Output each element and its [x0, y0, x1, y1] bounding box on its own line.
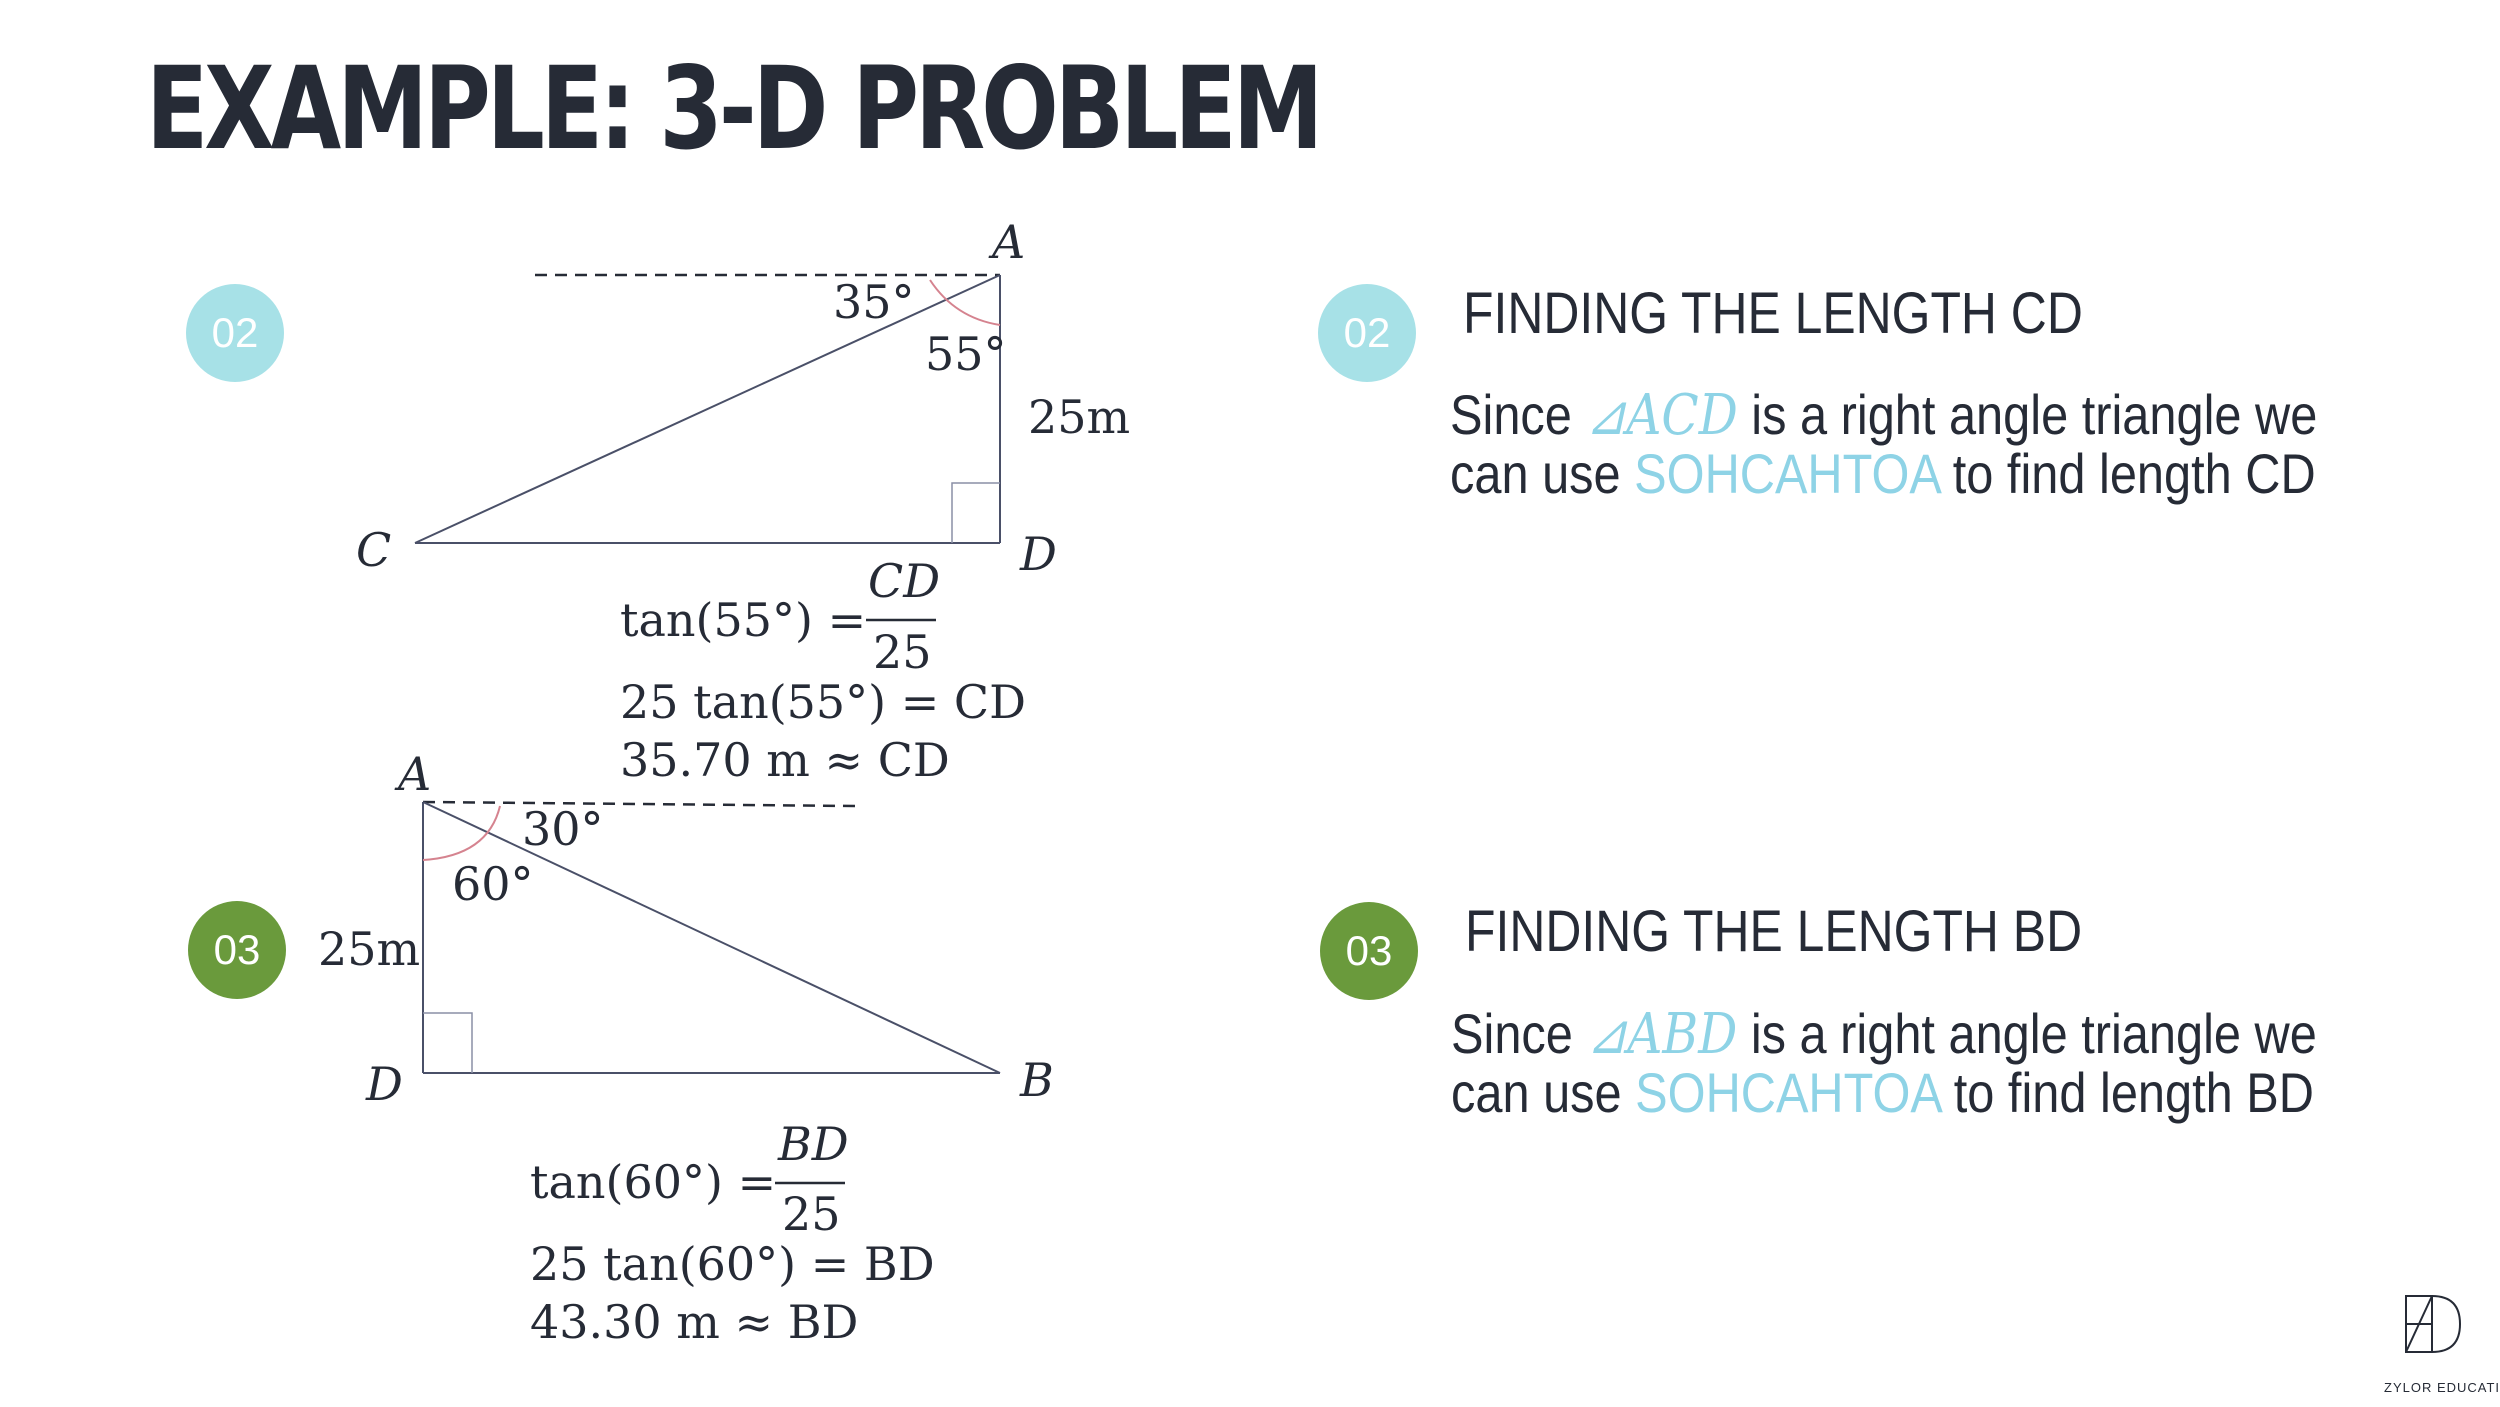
- paragraph-cd-line1: Since ⊿ACD is a right angle triangle we: [1450, 386, 2317, 445]
- horizontal-dashed-line-bottom: [422, 800, 856, 808]
- vertex-a-label: A: [988, 215, 1025, 269]
- paragraph-bd-line2: can use SOHCAHTOA to find length BD: [1451, 1064, 2317, 1122]
- badge-02-left: 02: [186, 284, 284, 382]
- side-25m-label-bottom: 25m: [318, 922, 420, 976]
- paragraph-bd: Since ⊿ABD is a right angle triangle we …: [1451, 1005, 2317, 1122]
- keyword-sohcahtoa: SOHCAHTOA: [1634, 442, 1940, 505]
- text-find-bd: to find length BD: [1940, 1061, 2314, 1124]
- eq-tan55: tan(55°) =: [620, 593, 866, 647]
- vertex-b-label: B: [1019, 1053, 1054, 1107]
- vertex-d-label: D: [1019, 527, 1057, 581]
- equations-bottom: tan(60°) = BD 25 25 tan(60°) = BD 43.30 …: [530, 1117, 935, 1349]
- text-since-2: Since: [1451, 1002, 1587, 1065]
- eq-tan55-denominator: 25: [873, 625, 932, 679]
- badge-03-right: 03: [1320, 902, 1418, 1000]
- equations-top: tan(55°) = CD 25 25 tan(55°) = CD 35.70 …: [620, 554, 1026, 787]
- eq-tan60-denominator: 25: [782, 1187, 841, 1241]
- paragraph-cd-line2: can use SOHCAHTOA to find length CD: [1450, 445, 2317, 503]
- right-angle-marker-top: [951, 482, 1000, 543]
- angle-arc-bottom: [422, 805, 501, 861]
- triangle-abd: A D B 30° 60° 25m: [318, 747, 1054, 1111]
- paragraph-bd-line1: Since ⊿ABD is a right angle triangle we: [1451, 1005, 2317, 1064]
- hypotenuse-ab: [422, 801, 1001, 1074]
- vertex-d-label-bottom: D: [365, 1057, 403, 1111]
- hypotenuse-ac: [414, 274, 1001, 544]
- paragraph-cd: Since ⊿ACD is a right angle triangle we …: [1450, 386, 2317, 503]
- eq-tan60-numerator: BD: [777, 1117, 849, 1171]
- angle-35-label: 35°: [833, 275, 915, 329]
- triangle-acd-symbol: ⊿ACD: [1585, 383, 1738, 448]
- heading-finding-bd: FINDING THE LENGTH BD: [1465, 899, 2083, 964]
- eq-25tan60: 25 tan(60°) = BD: [530, 1237, 935, 1291]
- angle-arc-top: [929, 279, 1001, 326]
- logo-text: ZYLOR EDUCATION: [2384, 1380, 2500, 1395]
- heading-finding-cd: FINDING THE LENGTH CD: [1463, 281, 2083, 346]
- text-find-cd: to find length CD: [1939, 442, 2316, 505]
- text-right-angle: is a right angle triangle we: [1737, 383, 2318, 446]
- text-right-angle-2: is a right angle triangle we: [1737, 1002, 2317, 1065]
- right-angle-marker-bottom: [423, 1012, 473, 1073]
- keyword-sohcahtoa-2: SOHCAHTOA: [1635, 1061, 1941, 1124]
- badge-03-left: 03: [188, 901, 286, 999]
- vertex-a-label-bottom: A: [394, 747, 431, 801]
- text-can-use: can use: [1450, 442, 1635, 505]
- side-25m-label: 25m: [1028, 390, 1130, 444]
- angle-30-label: 30°: [522, 802, 604, 856]
- badge-02-right: 02: [1318, 284, 1416, 382]
- eq-tan55-numerator: CD: [868, 554, 940, 608]
- text-since: Since: [1450, 383, 1586, 446]
- zylor-logo-icon: [2405, 1295, 2462, 1353]
- angle-60-label: 60°: [452, 857, 534, 911]
- vertex-c-label: C: [356, 523, 391, 577]
- eq-tan60: tan(60°) =: [530, 1155, 776, 1209]
- triangle-abd-symbol: ⊿ABD: [1586, 1002, 1738, 1067]
- text-can-use-2: can use: [1451, 1061, 1636, 1124]
- angle-55-label: 55°: [925, 327, 1007, 381]
- page-title: EXAMPLE: 3-D PROBLEM: [146, 42, 1323, 175]
- eq-bd-result: 43.30 m ≈ BD: [530, 1295, 858, 1349]
- triangle-acd: A C D 35° 55° 25m: [356, 215, 1130, 581]
- eq-cd-result: 35.70 m ≈ CD: [620, 733, 950, 787]
- eq-25tan55: 25 tan(55°) = CD: [620, 675, 1026, 729]
